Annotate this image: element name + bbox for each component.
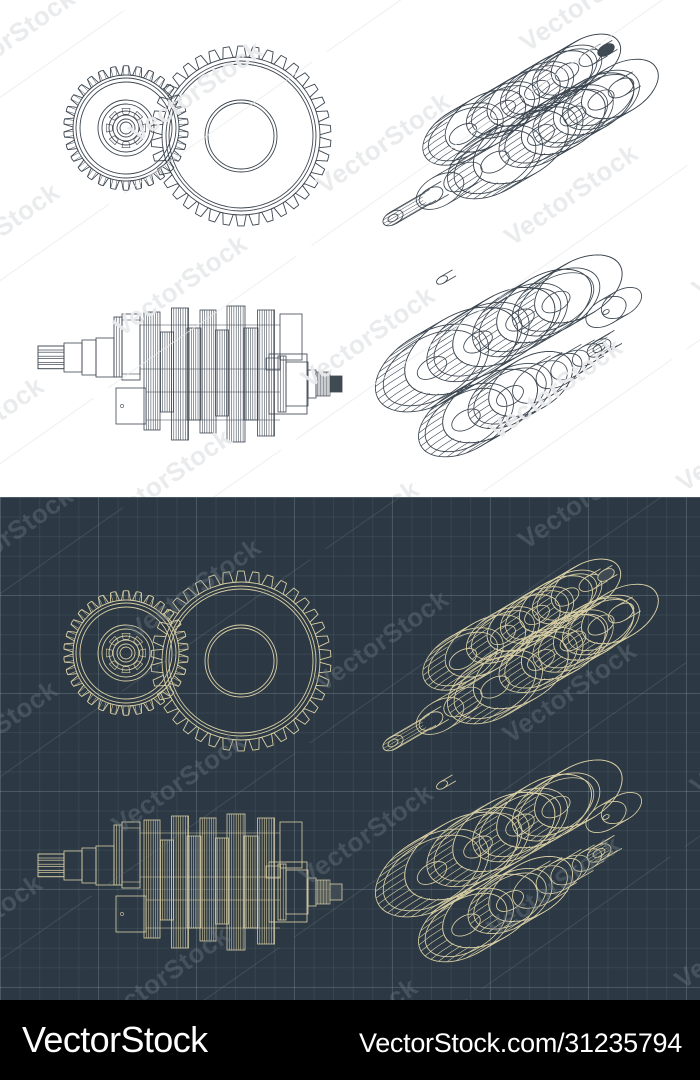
- svg-text:VectorStock: VectorStock: [684, 687, 700, 801]
- figure-isometric-rear-dark: [374, 759, 642, 963]
- figure-isometric-front-light: [382, 33, 659, 227]
- figure-side-view-light: [37, 305, 343, 443]
- figure-side-view-dark: [37, 813, 343, 951]
- svg-text:VectorStock: VectorStock: [669, 881, 700, 995]
- svg-text:VectorStock: VectorStock: [326, 0, 471, 6]
- figure-gear-pair-light: [63, 45, 332, 227]
- figure-gear-pair-dark: [63, 570, 332, 752]
- stock-url-label: VectorStock.com/31235794: [358, 1028, 682, 1058]
- svg-text:VectorStock: VectorStock: [686, 189, 700, 303]
- svg-text:VectorStock: VectorStock: [325, 497, 470, 503]
- figure-isometric-front-dark: [382, 558, 659, 752]
- footer-bar: [0, 1000, 700, 1080]
- figure-isometric-rear-light: [374, 254, 642, 458]
- brand-label: VectorStock: [22, 1019, 208, 1060]
- svg-text:VectorStock: VectorStock: [671, 383, 700, 497]
